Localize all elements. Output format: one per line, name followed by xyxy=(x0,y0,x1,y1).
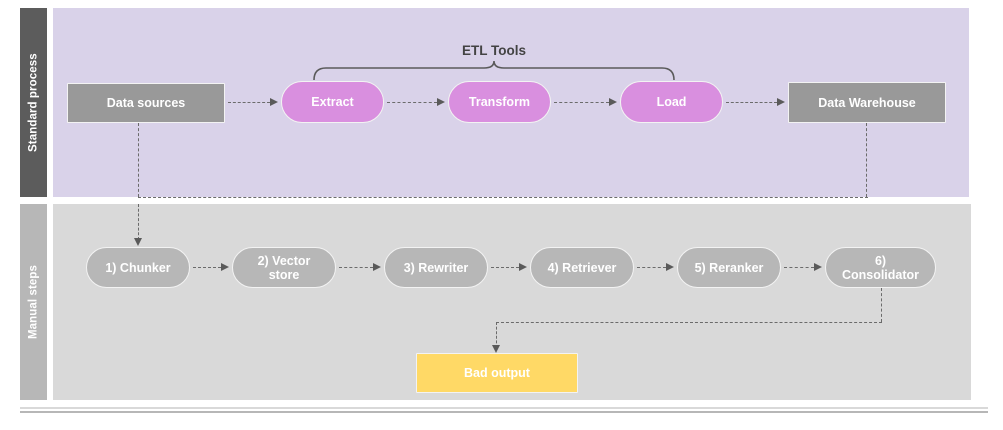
node-vector-store-label: 2) Vector store xyxy=(258,254,311,282)
connector-retriever-to-reranker xyxy=(637,267,666,268)
connector-transform-to-load xyxy=(554,102,609,103)
node-data-sources[interactable]: Data sources xyxy=(67,83,225,123)
arrow-reranker-to-consolidator xyxy=(814,262,822,271)
arrow-rewriter-to-retriever xyxy=(519,262,527,271)
node-data-sources-label: Data sources xyxy=(106,96,186,110)
connector-data-sources-to-extract xyxy=(228,102,270,103)
lane-standard-process-label: Standard process xyxy=(20,8,47,197)
node-consolidator[interactable]: 6) Consolidator xyxy=(825,247,936,288)
connector-data-warehouse-down xyxy=(866,123,867,197)
arrow-extract-to-transform xyxy=(437,97,445,106)
node-chunker[interactable]: 1) Chunker xyxy=(86,247,190,288)
etl-tools-annotation-label: ETL Tools xyxy=(462,43,526,58)
node-rewriter[interactable]: 3) Rewriter xyxy=(384,247,488,288)
lane-manual-steps-label: Manual steps xyxy=(20,204,47,400)
arrow-to-chunker xyxy=(133,238,142,246)
node-data-warehouse-label: Data Warehouse xyxy=(818,95,916,110)
node-consolidator-label-line1: 6) xyxy=(874,253,887,268)
node-chunker-label: 1) Chunker xyxy=(105,260,171,275)
node-reranker[interactable]: 5) Reranker xyxy=(677,247,781,288)
node-extract-label: Extract xyxy=(311,95,354,109)
divider-line-inner xyxy=(20,407,988,409)
connector-lane-bridge-horizontal xyxy=(138,197,868,198)
arrow-chunker-to-vector-store xyxy=(221,262,229,271)
node-vector-store-label-line2: store xyxy=(268,267,300,282)
connector-down-to-bad-output xyxy=(496,322,497,348)
arrow-load-to-data-warehouse xyxy=(777,97,785,106)
node-retriever-label: 4) Retriever xyxy=(547,260,617,275)
etl-tools-brace-icon xyxy=(313,60,675,81)
connector-vector-store-to-rewriter xyxy=(339,267,373,268)
node-transform-label: Transform xyxy=(468,95,531,109)
connector-consolidator-to-bad-output-horizontal xyxy=(496,322,882,323)
connector-reranker-to-consolidator xyxy=(784,267,814,268)
arrow-retriever-to-reranker xyxy=(666,262,674,271)
arrow-data-sources-to-extract xyxy=(270,97,278,106)
connector-rewriter-to-retriever xyxy=(491,267,519,268)
node-rewriter-label: 3) Rewriter xyxy=(403,260,469,275)
arrow-vector-store-to-rewriter xyxy=(373,262,381,271)
node-vector-store-label-line1: 2) Vector xyxy=(257,253,311,268)
connector-bridge-to-chunker xyxy=(138,204,139,240)
node-transform[interactable]: Transform xyxy=(448,81,551,123)
connector-data-sources-down-segment xyxy=(138,123,139,197)
node-bad-output[interactable]: Bad output xyxy=(416,353,578,393)
node-vector-store[interactable]: 2) Vector store xyxy=(232,247,336,288)
arrow-to-bad-output xyxy=(491,345,500,353)
connector-extract-to-transform xyxy=(387,102,437,103)
connector-load-to-data-warehouse xyxy=(726,102,777,103)
node-load[interactable]: Load xyxy=(620,81,723,123)
connector-chunker-to-vector-store xyxy=(193,267,221,268)
arrow-transform-to-load xyxy=(609,97,617,106)
divider-line-outer xyxy=(20,411,988,413)
node-bad-output-label: Bad output xyxy=(464,366,530,380)
node-consolidator-label: 6) Consolidator xyxy=(842,254,919,282)
node-reranker-label: 5) Reranker xyxy=(694,260,764,275)
node-load-label: Load xyxy=(656,95,687,109)
connector-consolidator-down xyxy=(881,288,882,322)
node-consolidator-label-line2: Consolidator xyxy=(841,267,920,282)
node-extract[interactable]: Extract xyxy=(281,81,384,123)
node-data-warehouse[interactable]: Data Warehouse xyxy=(788,82,946,123)
node-retriever[interactable]: 4) Retriever xyxy=(530,247,634,288)
